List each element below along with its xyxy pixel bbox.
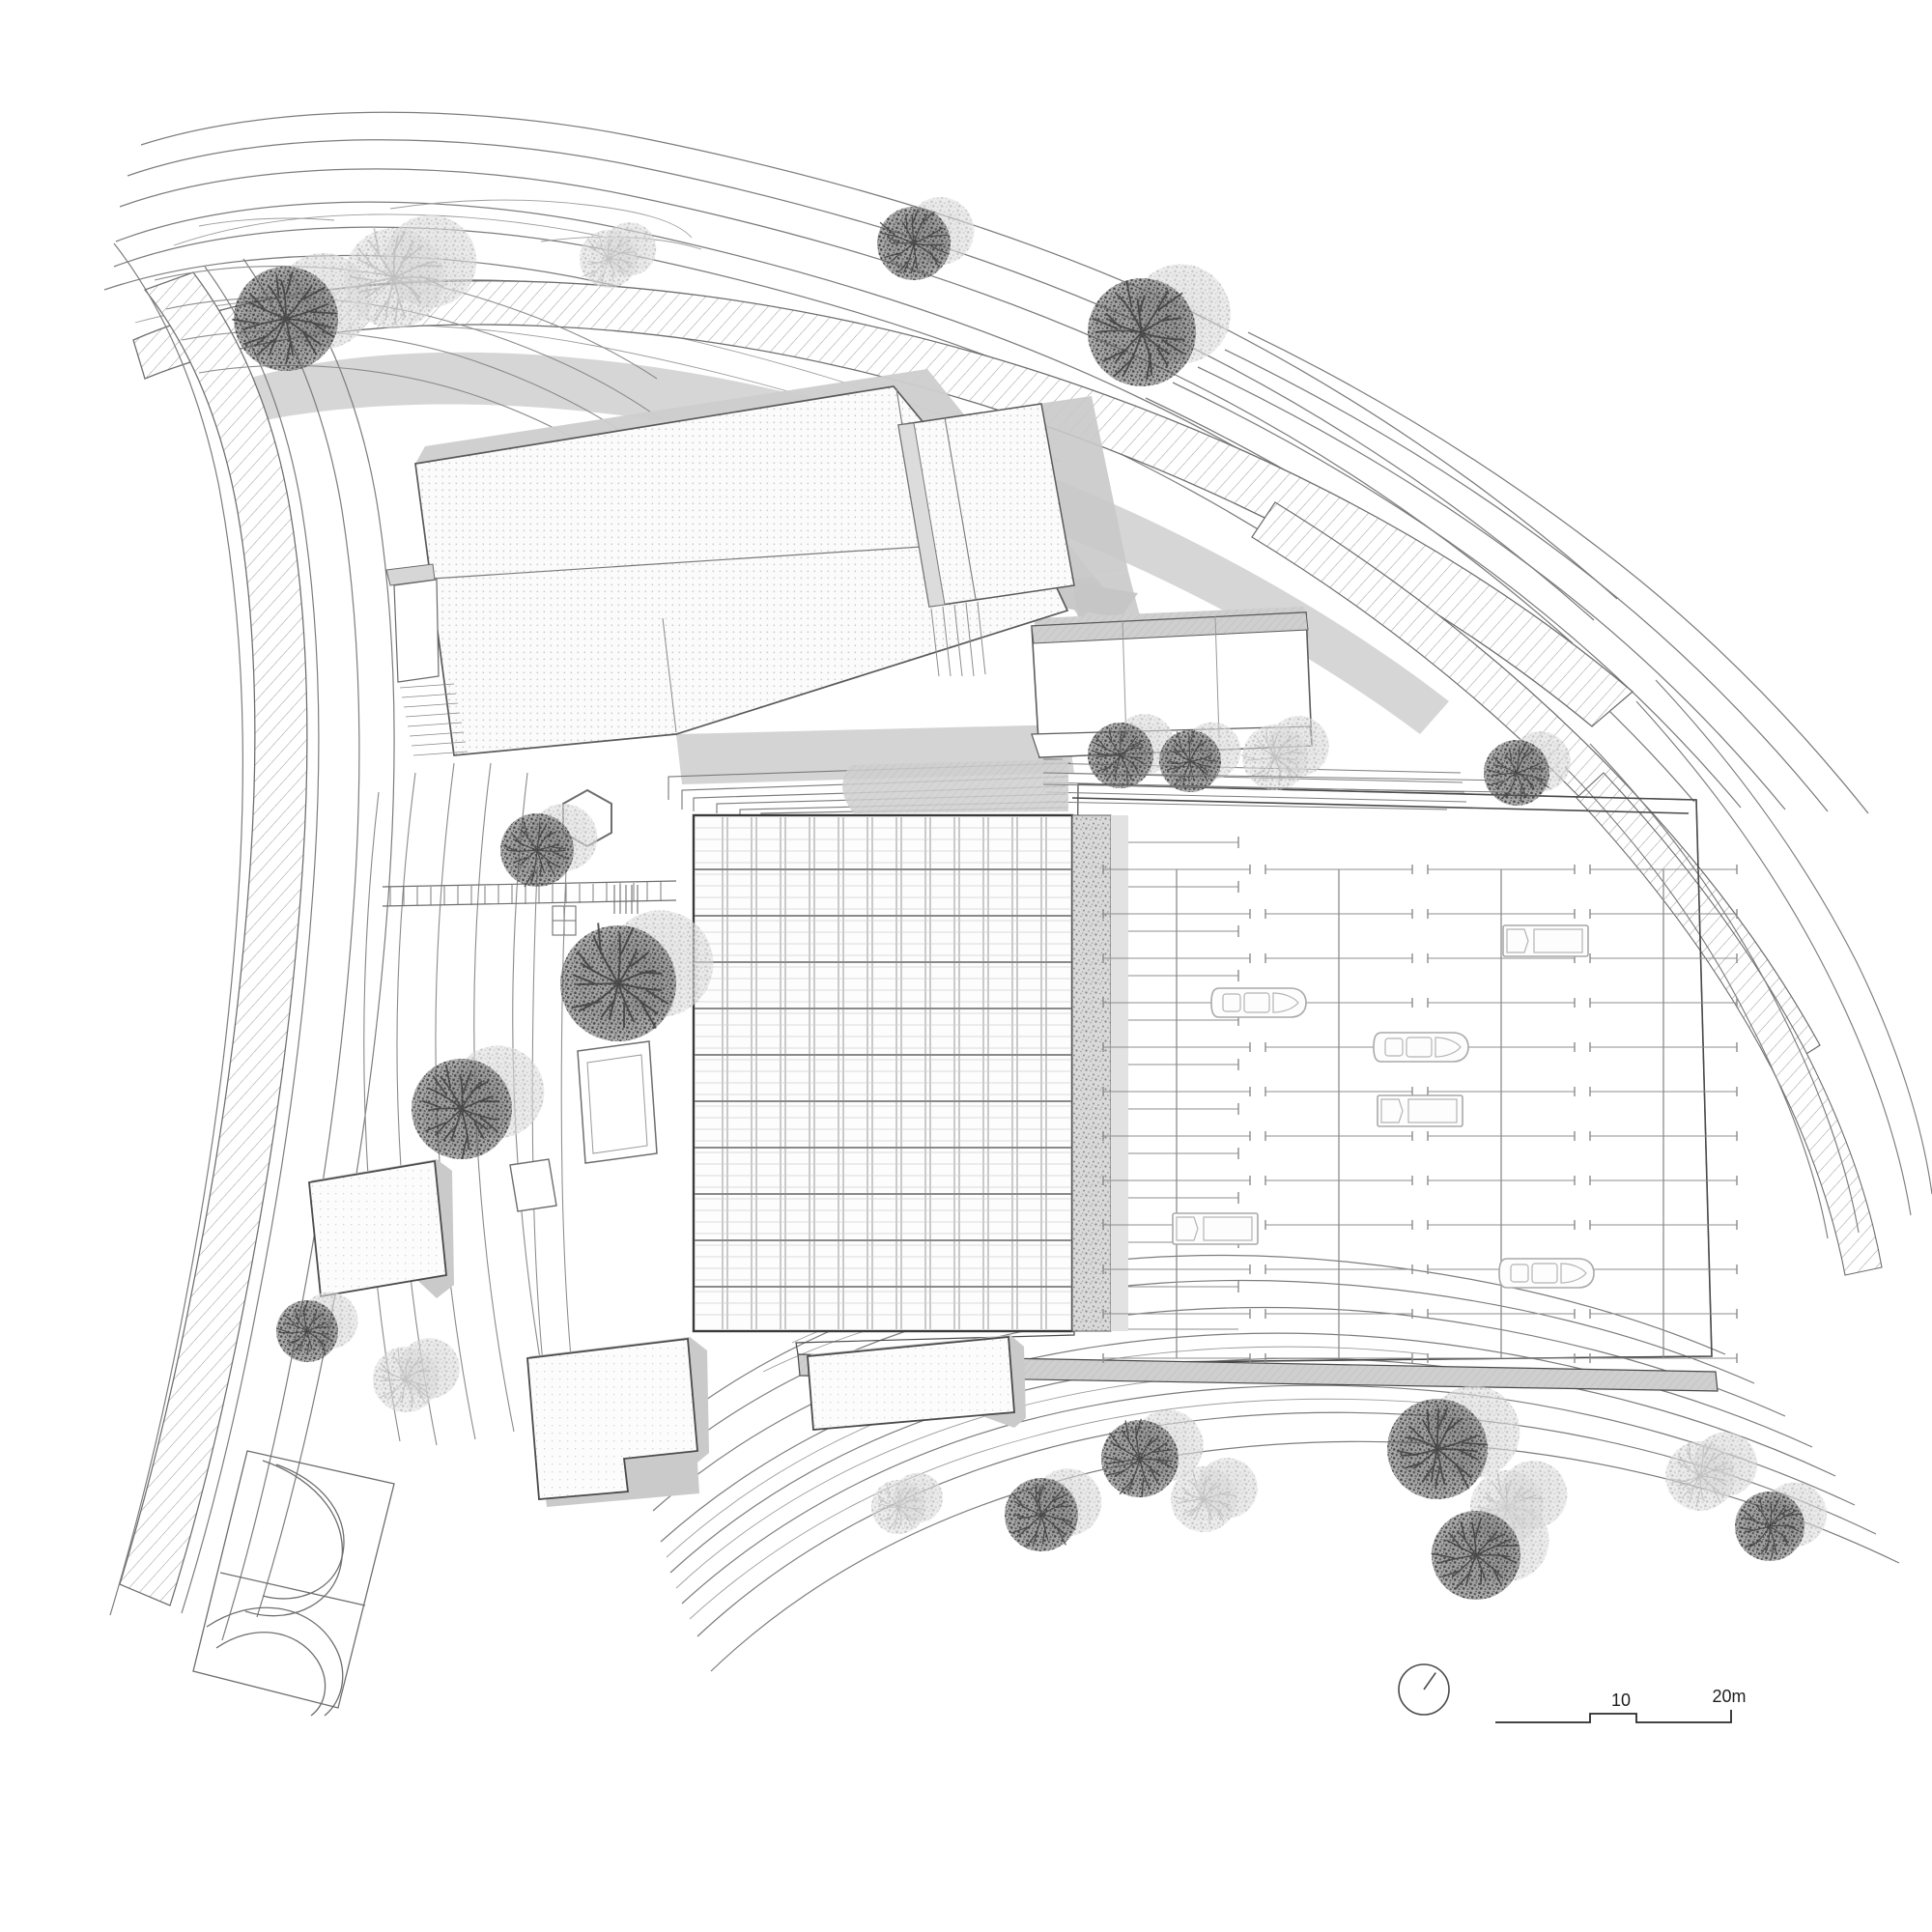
tree xyxy=(580,222,657,288)
tree xyxy=(344,214,477,328)
scale-bar xyxy=(1495,1710,1732,1723)
van-symbol xyxy=(1172,1212,1259,1245)
tree xyxy=(1159,722,1241,792)
north-arrow xyxy=(1398,1663,1450,1716)
parking-bay[interactable] xyxy=(1102,865,1251,1363)
west-road-embankment xyxy=(119,271,308,1606)
gravel-edge-shade xyxy=(1111,815,1128,1331)
small-shed xyxy=(509,1158,557,1212)
tree xyxy=(1088,264,1231,386)
kerb-ticks xyxy=(1128,837,1239,1330)
terrace-shade xyxy=(842,759,1068,813)
tree xyxy=(1431,1499,1549,1600)
outbuilding-south-l xyxy=(526,1337,709,1507)
east-embankment xyxy=(1251,501,1883,1276)
parking-vehicles xyxy=(1172,924,1595,1289)
rectangular-pool xyxy=(577,1040,658,1164)
hedge-row-north xyxy=(1042,772,1508,793)
scale-label-end: 20m xyxy=(1712,1687,1746,1706)
north-wing-building xyxy=(897,403,1075,608)
outbuilding-west xyxy=(308,1159,454,1298)
tree xyxy=(1101,1409,1204,1497)
van-symbol xyxy=(1502,924,1589,957)
tree xyxy=(1171,1458,1258,1532)
tree xyxy=(560,910,714,1041)
car-symbol xyxy=(1373,1032,1469,1063)
grid-roof-structure xyxy=(695,817,1071,1329)
tree xyxy=(1240,716,1329,790)
south-retaining-wall xyxy=(797,1353,1719,1392)
glazing-mullions-north xyxy=(930,601,986,677)
tree xyxy=(500,804,598,888)
grid-roof-hall xyxy=(692,813,1074,1333)
tree xyxy=(412,1045,545,1159)
tree xyxy=(1005,1468,1102,1551)
tree xyxy=(877,197,975,280)
tree-canopies xyxy=(232,197,1828,1600)
tree xyxy=(276,1292,358,1362)
van-symbol xyxy=(1377,1094,1463,1127)
tree xyxy=(871,1472,943,1534)
tree xyxy=(1387,1385,1520,1499)
parking-bay[interactable] xyxy=(1589,865,1738,1363)
tree xyxy=(1088,714,1175,788)
sports-court xyxy=(192,1450,395,1717)
contour-lines-east xyxy=(1564,679,1932,1239)
west-stair-treads xyxy=(399,683,469,756)
tree xyxy=(373,1338,460,1412)
parking-bays[interactable] xyxy=(1102,865,1738,1363)
tree xyxy=(1735,1482,1828,1561)
car-symbol xyxy=(1210,987,1307,1018)
outbuilding-south-bar xyxy=(807,1335,1026,1431)
west-road-lines xyxy=(109,242,395,1641)
gravel-strip xyxy=(1071,814,1112,1332)
tree xyxy=(1484,731,1571,806)
car-symbol xyxy=(1498,1258,1595,1289)
main-hall-building xyxy=(385,385,1069,756)
scale-label-mid: 10 xyxy=(1611,1690,1631,1710)
tree xyxy=(1665,1432,1758,1511)
